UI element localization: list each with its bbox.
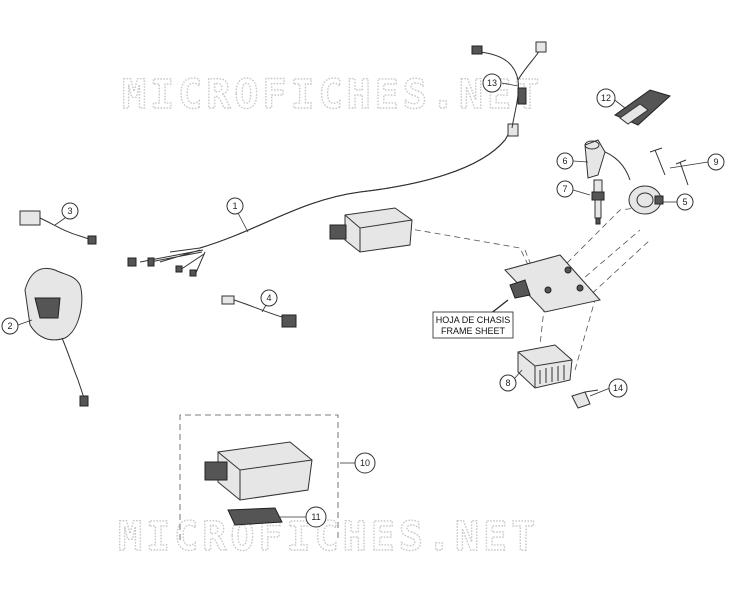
callout-label-1: 1 [232, 201, 237, 211]
callout-label-2: 2 [7, 321, 12, 331]
callout-7[interactable]: 7 [556, 180, 574, 198]
callout-1[interactable]: 1 [226, 197, 244, 215]
callout-label-9: 9 [713, 157, 718, 167]
callout-8[interactable]: 8 [499, 374, 517, 392]
callout-label-11: 11 [311, 512, 320, 522]
callout-14[interactable]: 14 [608, 378, 628, 398]
callout-label-12: 12 [601, 93, 611, 103]
callout-9[interactable]: 9 [707, 153, 725, 171]
callout-10[interactable]: 10 [354, 452, 376, 474]
callout-3[interactable]: 3 [61, 202, 79, 220]
callout-13[interactable]: 13 [482, 73, 502, 93]
headlight-assembly [24, 267, 89, 407]
callout-label-13: 13 [487, 78, 497, 88]
callout-4[interactable]: 4 [260, 289, 278, 307]
frame-sheet-line1: HOJA DE CHASIS [436, 315, 511, 325]
leader-lines [17, 82, 709, 518]
screws [649, 147, 689, 186]
ignition-coil [599, 149, 664, 215]
wiring-harness [127, 123, 519, 277]
connector-12 [613, 89, 671, 126]
frame-bracket [504, 254, 601, 313]
callout-label-5: 5 [682, 197, 687, 207]
watermark-top: MICROFICHES.NET [122, 72, 543, 118]
frame-sheet-label: HOJA DE CHASIS FRAME SHEET [432, 299, 514, 339]
callout-11[interactable]: 11 [305, 506, 327, 528]
callout-label-7: 7 [562, 184, 567, 194]
callout-5[interactable]: 5 [676, 193, 694, 211]
frame-sheet-line2: FRAME SHEET [441, 326, 506, 336]
callout-label-8: 8 [505, 378, 510, 388]
callout-label-3: 3 [67, 206, 72, 216]
callout-label-10: 10 [360, 458, 370, 468]
pad-11 [227, 507, 283, 526]
callout-label-14: 14 [613, 383, 623, 393]
cable-4 [221, 295, 297, 328]
harness-branch [471, 41, 547, 129]
clip-14 [571, 389, 599, 409]
control-unit [329, 207, 413, 253]
callout-2[interactable]: 2 [1, 317, 19, 335]
callout-6[interactable]: 6 [556, 152, 574, 170]
cable-3 [19, 210, 97, 245]
callout-label-6: 6 [562, 156, 567, 166]
callout-label-4: 4 [266, 293, 271, 303]
regulator [517, 344, 573, 389]
spark-plug-cap [584, 139, 606, 179]
watermark-bottom: MICROFICHES.NET [118, 514, 539, 560]
spark-plug [591, 179, 605, 225]
callout-12[interactable]: 12 [596, 88, 616, 108]
cdi-box [204, 441, 313, 501]
